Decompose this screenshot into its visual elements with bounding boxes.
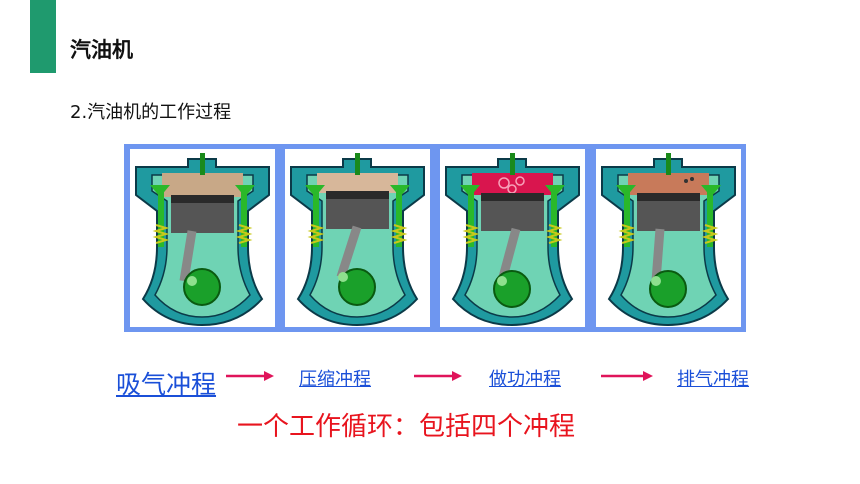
combustion-chamber xyxy=(317,173,398,193)
engine-exhaust-svg xyxy=(601,153,736,327)
cycle-summary-text: 一个工作循环：包括四个冲程 xyxy=(237,412,576,442)
engine-compression-svg xyxy=(290,153,425,327)
engine-panel-exhaust xyxy=(596,149,741,327)
stroke-link-intake[interactable]: 吸气冲程 xyxy=(116,370,217,399)
page-title: 汽油机 xyxy=(70,38,133,62)
combustion-chamber xyxy=(472,173,553,195)
stroke-link-compression[interactable]: 压缩冲程 xyxy=(299,369,371,390)
title-accent-bar xyxy=(30,0,56,73)
engine-power-svg xyxy=(445,153,580,327)
stroke-link-power[interactable]: 做功冲程 xyxy=(489,369,561,390)
arrow-right-icon xyxy=(601,371,653,381)
combustion-chamber xyxy=(162,173,243,197)
section-subtitle: 2.汽油机的工作过程 xyxy=(70,102,232,123)
stroke-link-exhaust[interactable]: 排气冲程 xyxy=(677,369,749,390)
arrow-right-icon xyxy=(414,371,462,381)
arrow-right-icon xyxy=(226,371,274,381)
engine-panel-intake xyxy=(130,149,275,327)
engine-intake-svg xyxy=(135,153,270,327)
engine-panel-power xyxy=(440,149,585,327)
engine-panel-compression xyxy=(285,149,430,327)
combustion-chamber xyxy=(628,173,709,195)
